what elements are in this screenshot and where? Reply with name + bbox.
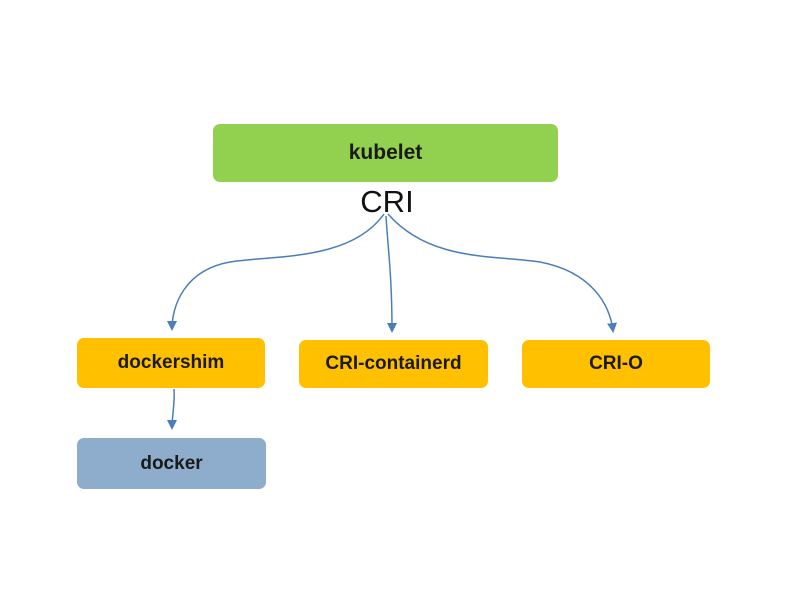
edge-kubelet-to-dockershim [167,213,385,331]
cri-containerd-node: CRI-containerd [299,340,488,388]
docker-node: docker [77,438,266,489]
kubelet-node: kubelet [213,124,558,182]
edge-kubelet-to-cri-containerd [385,215,397,333]
dockershim-node: dockershim [77,338,265,388]
edge-dockershim-to-docker [167,388,178,430]
cri-o-node: CRI-O [522,340,710,388]
cri-interface-label: CRI [360,184,414,219]
edge-kubelet-to-cri-o [387,213,618,333]
